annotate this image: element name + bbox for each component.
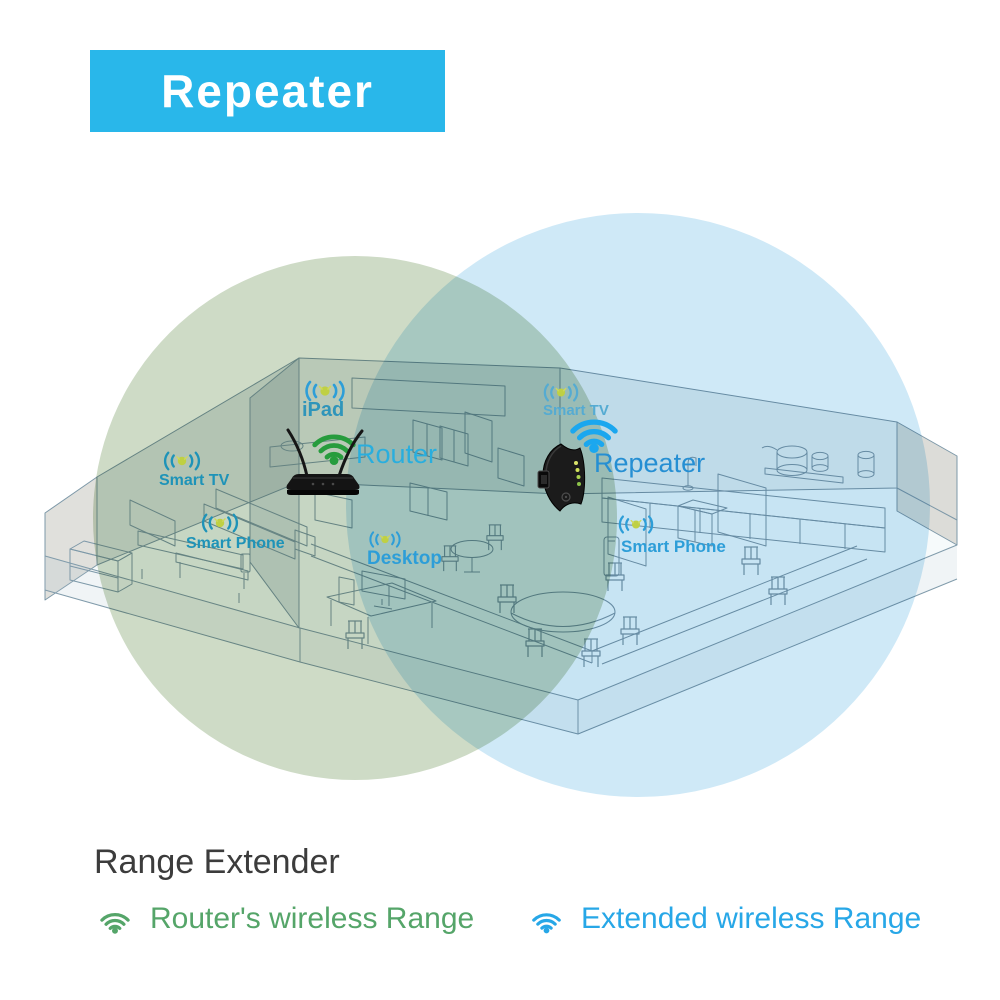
ipad-label: iPad bbox=[302, 399, 345, 421]
smart-phone-left-label: Smart Phone bbox=[186, 535, 285, 552]
repeater-label: Repeater bbox=[594, 448, 706, 478]
legend-item-router-range: Router's wireless Range bbox=[96, 902, 474, 936]
extended-range-label: Extended wireless Range bbox=[581, 902, 922, 935]
extended-range-wifi-icon bbox=[528, 904, 565, 935]
desktop-label: Desktop bbox=[367, 548, 442, 569]
smart-phone-right-label: Smart Phone bbox=[621, 537, 726, 556]
legend-item-extended-range: Extended wireless Range bbox=[528, 902, 921, 936]
title-banner: Repeater bbox=[90, 50, 445, 132]
router-label: Router bbox=[356, 439, 438, 469]
page-title: Repeater bbox=[161, 65, 374, 117]
smart-tv-left-label: Smart TV bbox=[159, 472, 230, 489]
router-range-label: Router's wireless Range bbox=[150, 902, 475, 935]
extended-wireless-range-circle bbox=[346, 213, 930, 797]
router-range-wifi-icon bbox=[96, 904, 134, 935]
smart-tv-right-label: Smart TV bbox=[543, 402, 609, 419]
legend-heading: Range Extender bbox=[94, 843, 340, 881]
